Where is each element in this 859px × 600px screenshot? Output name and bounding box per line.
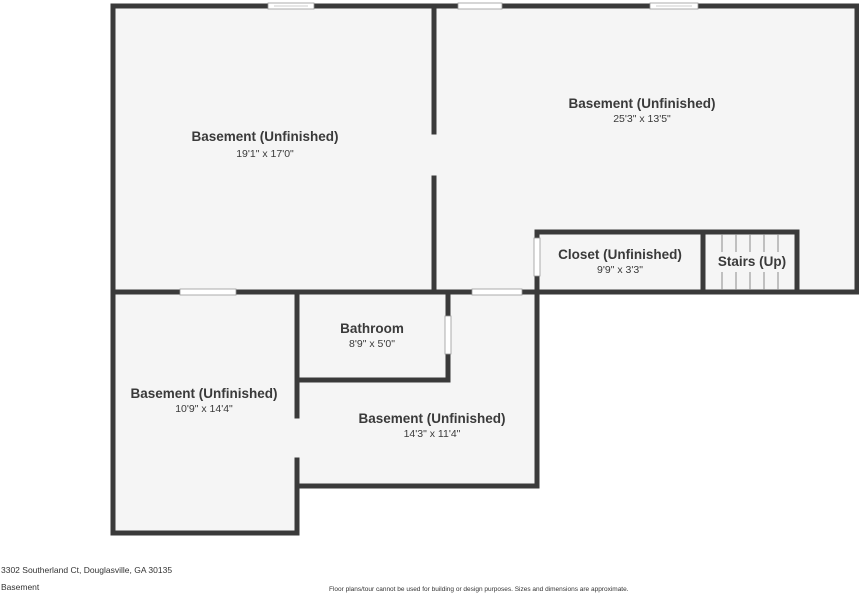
room-label-basement-2: Basement (Unfinished) 25'3" x 13'5" (568, 96, 715, 125)
door-opening (457, 2, 503, 10)
room-dimensions: 25'3" x 13'5" (613, 113, 671, 125)
room-name: Basement (Unfinished) (568, 96, 715, 111)
room-name: Basement (Unfinished) (191, 129, 338, 144)
room-name: Stairs (Up) (718, 254, 786, 269)
room-label-basement-1: Basement (Unfinished) 19'1" x 17'0" (191, 129, 338, 160)
room-label-basement-4: Basement (Unfinished) 14'3" x 11'4" (358, 411, 505, 440)
door-opening (179, 288, 237, 296)
floor-fill (113, 6, 857, 533)
stairs-label-backdrop (714, 252, 790, 272)
door-opening (444, 315, 452, 355)
room-dimensions: 8'9" x 5'0" (349, 338, 395, 350)
room-label-closet: Closet (Unfinished) 9'9" x 3'3" (558, 247, 682, 276)
walls (110, 3, 859, 536)
room-dimensions: 10'9" x 14'4" (175, 403, 233, 415)
room-name: Basement (Unfinished) (358, 411, 505, 426)
door-opening (471, 288, 523, 296)
room-name: Basement (Unfinished) (130, 386, 277, 401)
room-dimensions: 19'1" x 17'0" (236, 148, 294, 160)
room-label-bathroom: Bathroom 8'9" x 5'0" (340, 321, 404, 350)
disclaimer-text: Floor plans/tour cannot be used for buil… (329, 586, 629, 593)
floor-label: Basement (1, 582, 40, 592)
address-text: 3302 Southerland Ct, Douglasville, GA 30… (1, 565, 173, 575)
door-opening (533, 237, 541, 277)
room-name: Closet (Unfinished) (558, 247, 682, 262)
room-name: Bathroom (340, 321, 404, 336)
room-dimensions: 14'3" x 11'4" (404, 428, 461, 440)
room-label-stairs: Stairs (Up) (718, 254, 786, 269)
room-label-basement-3: Basement (Unfinished) 10'9" x 14'4" (130, 386, 277, 415)
room-dimensions: 9'9" x 3'3" (597, 264, 643, 276)
